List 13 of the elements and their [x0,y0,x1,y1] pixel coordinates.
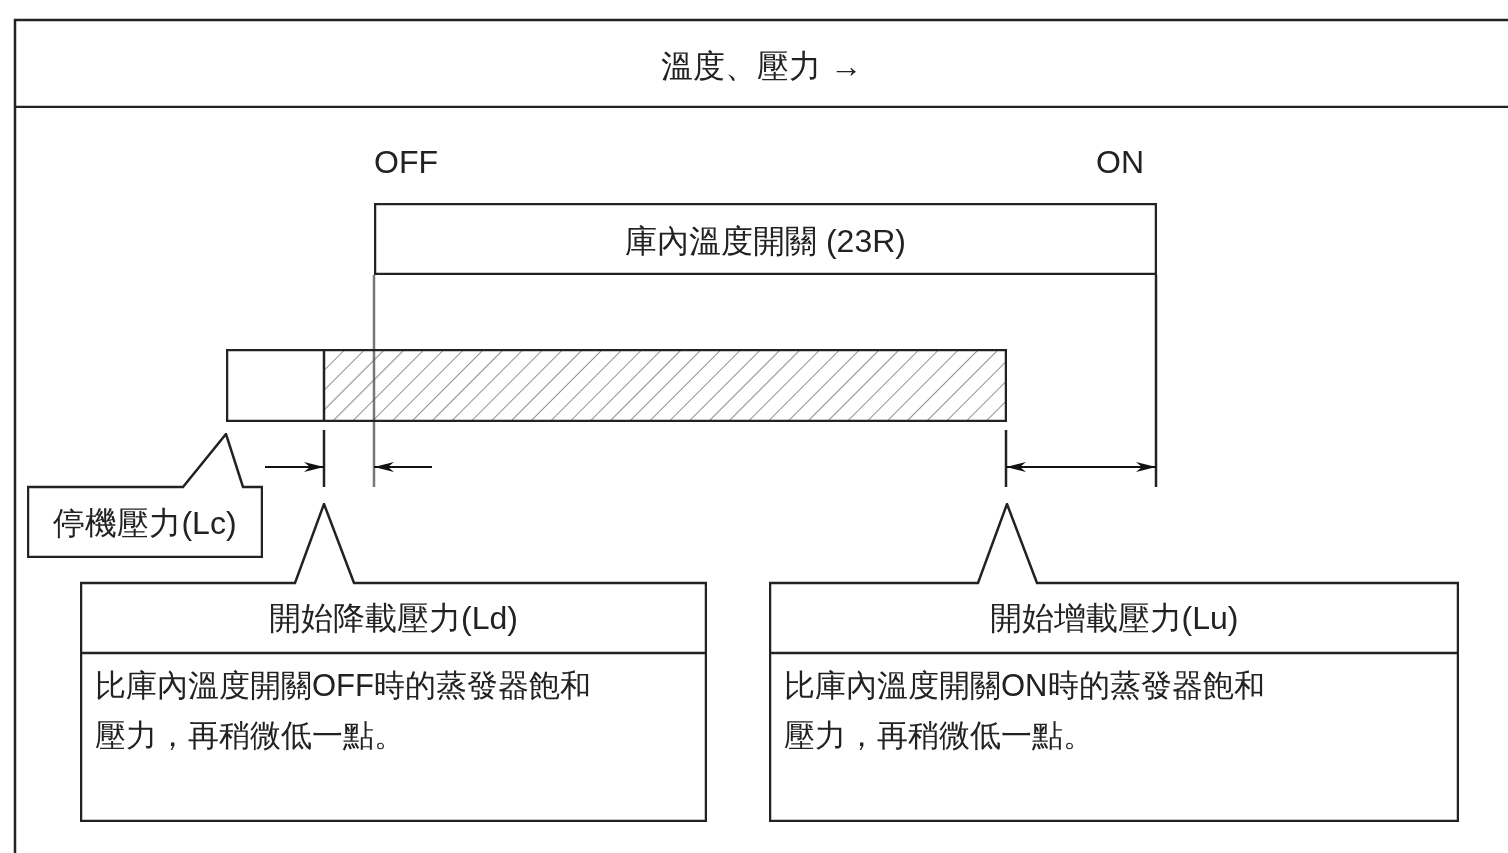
axis-label: 溫度、壓力 → [660,50,863,82]
callout-title: 停機壓力(Lc) [52,506,238,539]
callout-box [769,503,1459,822]
callout-title: 開始增載壓力(Lu) [988,602,1240,634]
switch-box [374,203,1157,275]
switch-state-label: ON [1096,146,1144,178]
switch-state-label: OFF [374,146,438,178]
callout-text: 比庫內溫度開關ON時的蒸發器飽和壓力，再稍微低一點。 [784,667,1266,755]
pressure-bar [226,349,1007,422]
callout-title: 開始降載壓力(Ld) [268,602,519,634]
callout-text: 比庫內溫度開關OFF時的蒸發器飽和壓力，再稍微低一點。 [95,667,592,755]
callout-box [27,433,263,558]
switch-label: 庫內溫度開關 (23R) [624,225,907,257]
